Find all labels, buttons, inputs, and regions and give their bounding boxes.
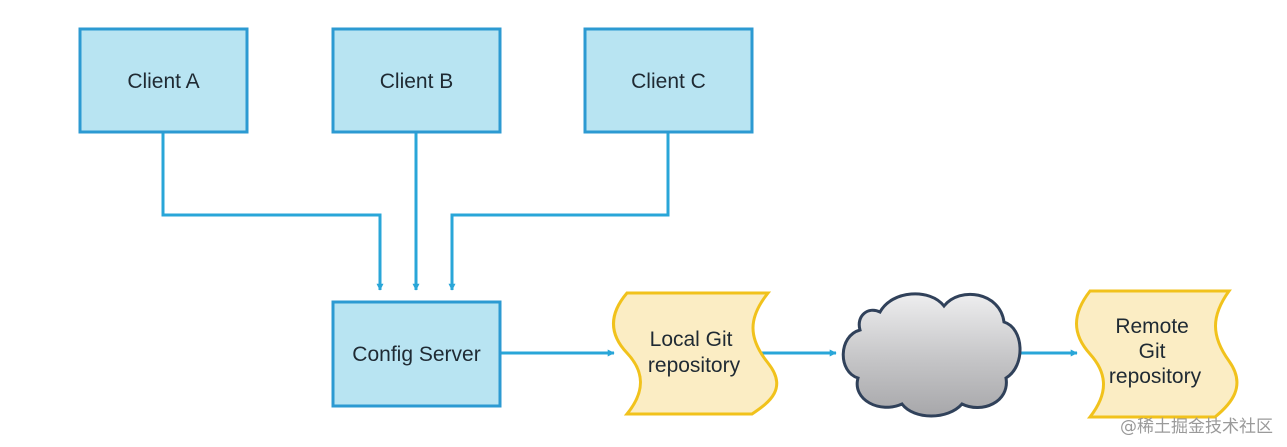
client-a-label: Client A [127, 70, 199, 93]
local-repo-shape [612, 291, 779, 416]
client-a-node: Client A [78, 27, 249, 134]
client-a-box [78, 27, 249, 134]
local-repo-line-2: repository [648, 354, 741, 377]
remote-repo-line-3: repository [1109, 365, 1202, 388]
remote-repo-node: Remote Git repository [1075, 289, 1239, 419]
config-server-box [331, 300, 502, 408]
client-b-box [331, 27, 502, 134]
remote-repo-line-2: Git [1139, 340, 1166, 363]
remote-repo-shape [1075, 289, 1239, 419]
cloud-icon [841, 292, 1022, 418]
watermark-text: @稀土掘金技术社区 [1120, 417, 1273, 437]
cloud-shape [841, 292, 1022, 418]
config-server-node: Config Server [331, 300, 502, 408]
config-server-label: Config Server [352, 343, 480, 366]
client-c-node: Client C [583, 27, 754, 134]
client-b-node: Client B [331, 27, 502, 134]
svg-text:Remote Git reposit: Remote Git repository [1109, 315, 1202, 388]
connectors [161, 133, 1078, 357]
connector-client-a [161, 133, 384, 291]
client-c-box [583, 27, 754, 134]
svg-text:Local Git repository: Local Git repository [648, 328, 741, 377]
local-repo-line-1: Local Git [650, 328, 733, 351]
local-repo-node: Local Git repository [612, 291, 779, 416]
client-b-label: Client B [380, 70, 454, 93]
connector-client-c [448, 133, 670, 291]
client-c-label: Client C [631, 70, 706, 93]
remote-repo-line-1: Remote [1115, 315, 1189, 338]
